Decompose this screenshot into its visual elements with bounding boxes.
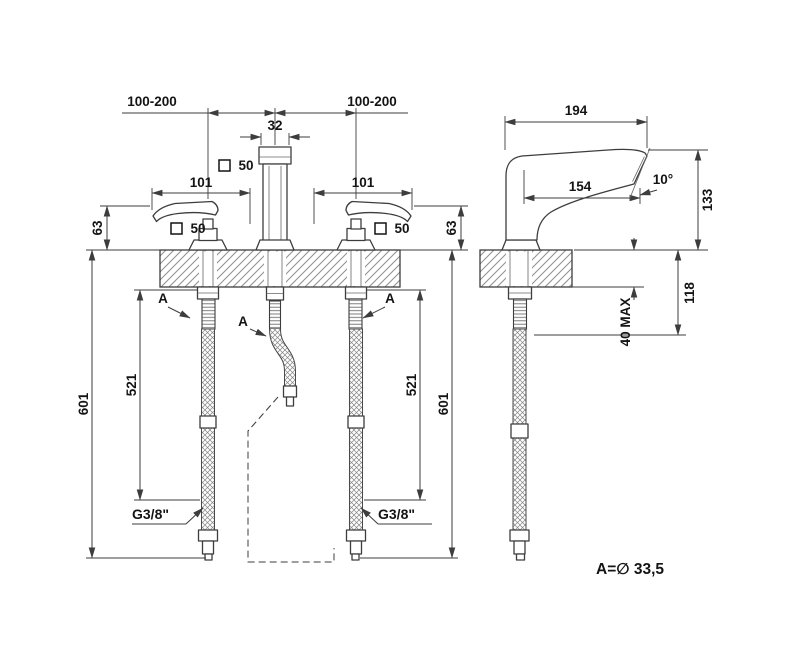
dim-handle-left-length-label: 101	[190, 175, 213, 190]
dim-deck-max-label: 40 MAX	[618, 298, 633, 347]
dim-hose-drop-right-label: 521	[404, 373, 419, 396]
square-symbol-icon	[218, 159, 231, 172]
section-arrow-right-icon	[362, 306, 386, 319]
dim-under-deck-label: 118	[682, 282, 697, 304]
spout-profile	[505, 148, 648, 241]
dim-handle-left-square-label: 50	[190, 221, 205, 236]
hole-diameter-note: A=∅ 33,5	[596, 561, 664, 578]
section-marker-left-label: A	[158, 291, 168, 306]
dim-overall-drop-left-label: 601	[76, 392, 91, 415]
thread-right-label: G3/8"	[378, 506, 415, 522]
dim-overall-drop-right-label: 601	[436, 392, 451, 415]
dim-hose-drop-left-label: 521	[124, 373, 139, 396]
dim-spout-width-label: 32	[267, 118, 282, 133]
angle-arrow-icon	[639, 188, 658, 196]
thread-left-label: G3/8"	[132, 506, 169, 522]
side-view-spout-unit	[501, 148, 648, 561]
square-symbol-icon	[374, 222, 387, 235]
dim-deck-to-handle-right-label: 63	[444, 220, 459, 236]
center-spout-unit	[247, 146, 335, 563]
dim-handle-right-square-label: 50	[394, 221, 409, 236]
section-arrow-center-icon	[249, 328, 267, 337]
section-arrow-left-icon	[167, 306, 191, 319]
square-symbol-icon	[170, 222, 183, 235]
dim-total-depth-label: 194	[565, 103, 588, 118]
dim-spout-height-label: 133	[700, 188, 715, 211]
dim-spout-angle-label: 10°	[653, 172, 673, 187]
front-view-dimensions: 100-200 100-200 32 50 50 50 101 101 63 6…	[76, 94, 468, 559]
dim-handle-right-length-label: 101	[352, 175, 375, 190]
section-marker-center-label: A	[238, 314, 248, 329]
center-hose-braid	[270, 328, 295, 386]
side-view-dimensions: 194 154 10° 133 118 40 MAX	[504, 103, 715, 347]
dim-spout-reach-label: 154	[569, 179, 592, 194]
section-marker-right-label: A	[385, 291, 395, 306]
dim-spread-left-label: 100-200	[127, 94, 177, 109]
dim-spread-right-label: 100-200	[347, 94, 397, 109]
hose-alternate-position-phantom	[247, 396, 335, 563]
dim-spout-square-label: 50	[238, 158, 253, 173]
dim-deck-to-handle-left-label: 63	[90, 220, 105, 236]
